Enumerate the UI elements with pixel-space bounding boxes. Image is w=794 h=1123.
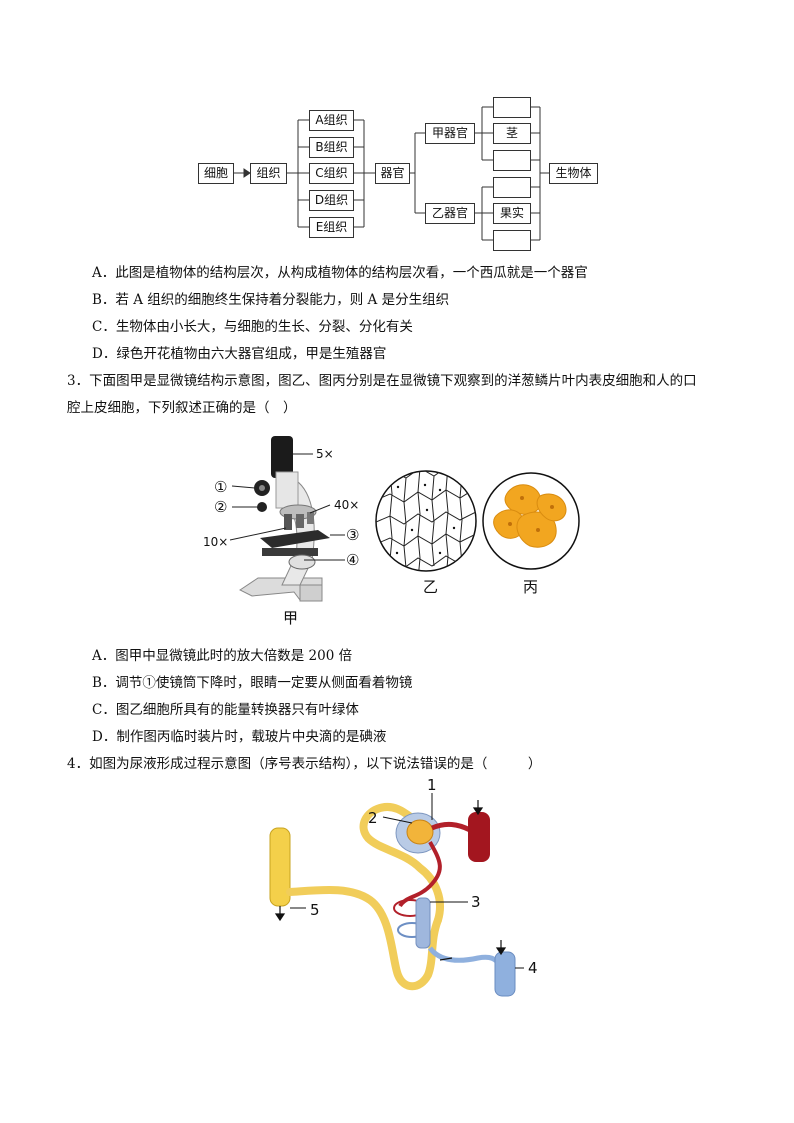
label-nephron-4: 4 (528, 959, 538, 977)
label-yi: 乙 (423, 578, 439, 596)
q3-option-b: B．调节①使镜筒下降时，眼睛一定要从侧面看着物镜 (92, 675, 413, 691)
organ-box: 器官 (375, 163, 410, 184)
cell-box: 细胞 (198, 163, 234, 184)
label-bing: 丙 (523, 578, 539, 596)
label-nephron-2: 2 (368, 809, 378, 827)
fruit-box: 果实 (493, 203, 531, 224)
cheek-cells-drawing (482, 472, 580, 570)
label-nephron-5: 5 (310, 901, 320, 919)
tissue-box: 组织 (250, 163, 287, 184)
tissue-c-box: C组织 (309, 163, 354, 184)
onion-cells-drawing (375, 470, 477, 572)
q2-option-b: B．若 A 组织的细胞终生保持着分裂能力，则 A 是分生组织 (92, 292, 450, 308)
tissue-d-box: D组织 (309, 190, 354, 211)
microscope-drawing (229, 436, 345, 602)
nephron-drawing (269, 793, 524, 997)
label-nephron-1: 1 (427, 776, 437, 794)
label-knob-2: ② (214, 498, 228, 516)
stem-box: 茎 (493, 123, 531, 144)
label-40x: 40× (334, 498, 360, 512)
q3-option-c: C．图乙细胞所具有的能量转换器只有叶绿体 (92, 702, 359, 718)
blank-box-4 (493, 230, 531, 251)
q2-option-d: D．绿色开花植物由六大器官组成，甲是生殖器官 (92, 346, 387, 362)
label-nephron-3: 3 (471, 893, 481, 911)
organism-box: 生物体 (549, 163, 598, 184)
q3-stem-line1: 3．下面图甲是显微镜结构示意图，图乙、图丙分别是在显微镜下观察到的洋葱鳞片叶内表… (67, 373, 697, 389)
label-mirror-4: ④ (346, 551, 360, 569)
q4-stem: 4．如图为尿液形成过程示意图（序号表示结构），以下说法错误的是（ ） (67, 756, 542, 772)
tissue-a-box: A组织 (309, 110, 354, 131)
tissue-e-box: E组织 (309, 217, 354, 238)
q2-option-c: C．生物体由小长大，与细胞的生长、分裂、分化有关 (92, 319, 413, 335)
q2-option-a: A．此图是植物体的结构层次，从构成植物体的结构层次看，一个西瓜就是一个器官 (92, 265, 588, 281)
q3-stem-line2: 腔上皮细胞，下列叙述正确的是（ ） (67, 400, 297, 416)
hierarchy-connectors (233, 106, 549, 241)
q3-option-d: D．制作图丙临时装片时，载玻片中央滴的是碘液 (92, 729, 387, 745)
organ-yi-box: 乙器官 (425, 203, 475, 224)
tissue-b-box: B组织 (309, 137, 354, 158)
label-knob-1: ① (214, 478, 228, 496)
blank-box-1 (493, 97, 531, 118)
label-stage-3: ③ (346, 526, 360, 544)
label-5x: 5× (316, 447, 334, 461)
organ-jia-box: 甲器官 (425, 123, 475, 144)
blank-box-3 (493, 177, 531, 198)
label-jia: 甲 (283, 609, 299, 627)
q3-option-a: A．图甲中显微镜此时的放大倍数是 200 倍 (92, 648, 353, 664)
label-10x: 10× (203, 535, 229, 549)
blank-box-2 (493, 150, 531, 171)
